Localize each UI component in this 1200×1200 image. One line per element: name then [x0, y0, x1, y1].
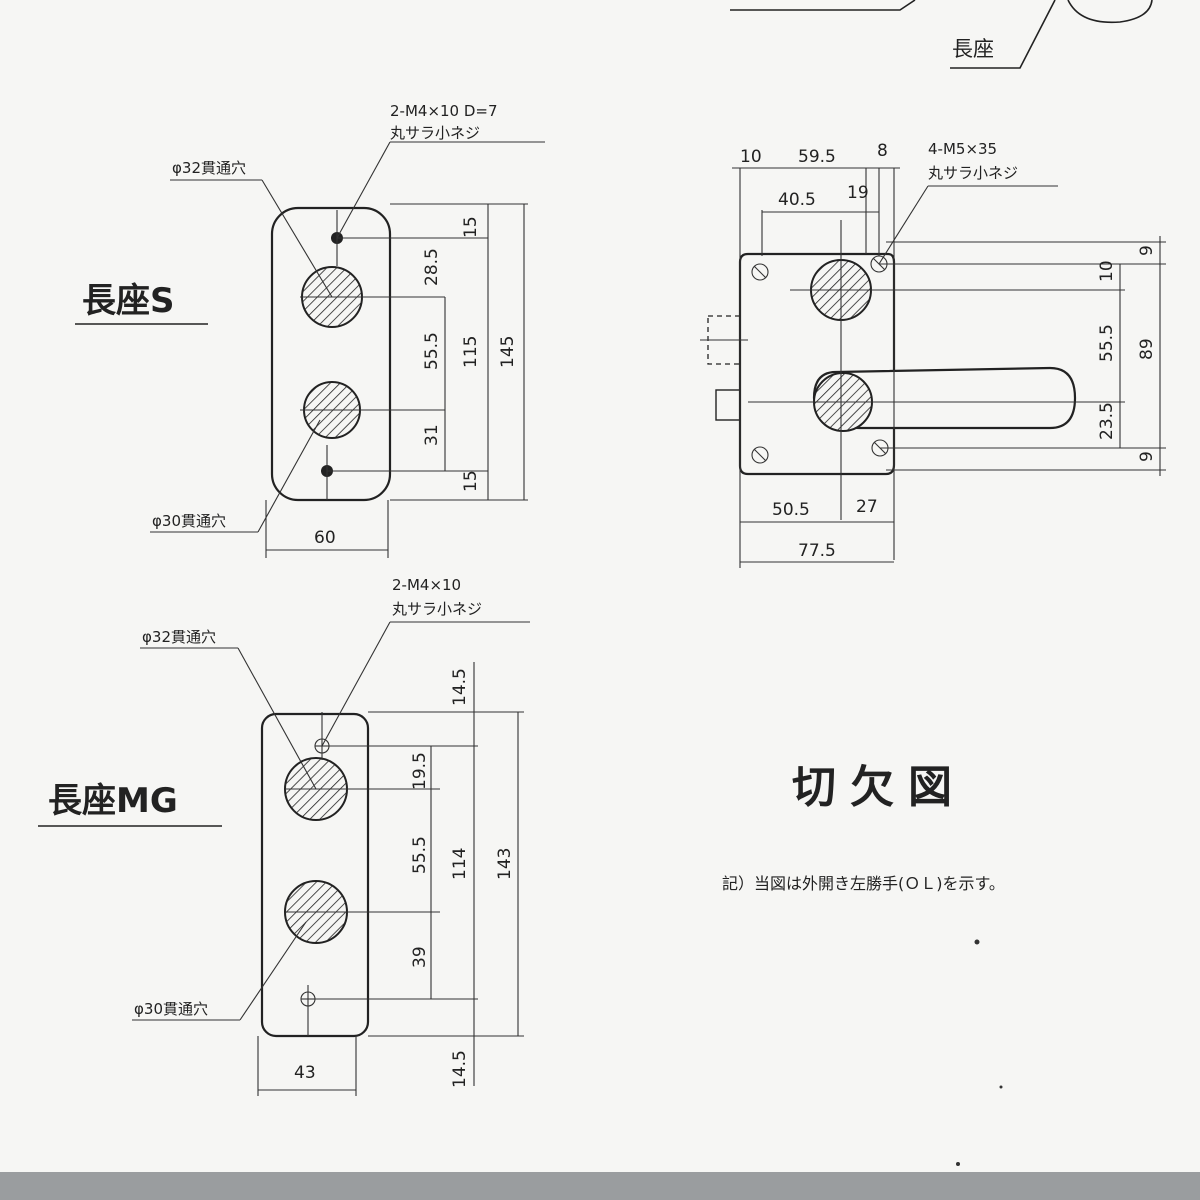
dim-r-89: 89: [1137, 338, 1157, 360]
screw-spec-mg: 2-M4×10: [392, 576, 461, 594]
dim-r-40-5: 40.5: [778, 190, 816, 210]
screw-spec-right: 4-M5×35: [928, 140, 997, 158]
dim-mg-14-5b: 14.5: [450, 1050, 470, 1088]
speck: [974, 939, 980, 945]
section-title: 切欠図: [792, 762, 966, 813]
dim-s-15a: 15: [461, 216, 481, 238]
dim-mg-43: 43: [294, 1063, 316, 1083]
panel-mg: 長座MG 14.5 19.5 55.5 39 114 143 14.5 43: [38, 576, 530, 1096]
dim-r-10: 10: [740, 147, 762, 167]
screw-bl: [751, 446, 769, 464]
speck: [999, 1085, 1003, 1089]
panel-s: 長座S 15 28.5 55.5 31 15 115 145 60: [75, 102, 545, 558]
dim-r-10v: 10: [1097, 260, 1117, 282]
hole-label-32-s: φ32貫通穴: [172, 159, 246, 177]
table-edge: [0, 1172, 1200, 1200]
dim-r-8: 8: [877, 141, 888, 161]
dim-r-9a: 9: [1137, 245, 1157, 256]
panel-s-title: 長座S: [82, 281, 175, 321]
lever-handle: [812, 366, 1077, 430]
dim-mg-14-5a: 14.5: [450, 668, 470, 706]
dim-r-55-5: 55.5: [1097, 324, 1117, 362]
dim-mg-114: 114: [450, 848, 470, 880]
top-fragment: 長座: [730, 0, 1153, 69]
note-text: 記）当図は外開き左勝手(ＯＬ)を示す。: [722, 874, 1005, 893]
dim-r-9b: 9: [1137, 451, 1157, 462]
dim-s-28-5: 28.5: [422, 248, 442, 286]
speck: [956, 1162, 960, 1166]
screw-spec-s: 2-M4×10 D=7: [390, 102, 498, 120]
dim-s-15b: 15: [461, 470, 481, 492]
screw-type-mg: 丸サラ小ネジ: [392, 600, 482, 618]
plate-s: [270, 206, 392, 502]
screw-type-s: 丸サラ小ネジ: [390, 124, 480, 142]
dim-r-23-5: 23.5: [1097, 402, 1117, 440]
latch-bolt: [715, 389, 741, 421]
dim-r-19: 19: [847, 183, 869, 203]
hole-label-30-s: φ30貫通穴: [152, 512, 226, 530]
panel-cutout: 10 59.5 8 40.5 19 9 10 55.5 89 23.5 9 50…: [700, 140, 1166, 568]
dim-r-27: 27: [856, 497, 878, 517]
dim-s-31: 31: [422, 424, 442, 446]
dim-r-50-5: 50.5: [772, 500, 810, 520]
hole-label-32-mg: φ32貫通穴: [142, 628, 216, 646]
dim-s-145: 145: [498, 336, 518, 368]
dim-mg-143: 143: [495, 848, 515, 880]
dim-s-60: 60: [314, 528, 336, 548]
hole-label-30-mg: φ30貫通穴: [134, 1000, 208, 1018]
dim-mg-39: 39: [410, 946, 430, 968]
dim-r-59-5: 59.5: [798, 147, 836, 167]
dim-mg-19-5: 19.5: [410, 752, 430, 790]
dim-r-77-5: 77.5: [798, 541, 836, 561]
screw-type-right: 丸サラ小ネジ: [928, 164, 1018, 182]
dim-mg-55-5: 55.5: [410, 836, 430, 874]
panel-mg-title: 長座MG: [48, 781, 178, 821]
screw-tl: [751, 263, 769, 281]
dim-s-55-5: 55.5: [422, 332, 442, 370]
top-right-label: 長座: [952, 37, 994, 61]
dim-s-115: 115: [461, 336, 481, 368]
